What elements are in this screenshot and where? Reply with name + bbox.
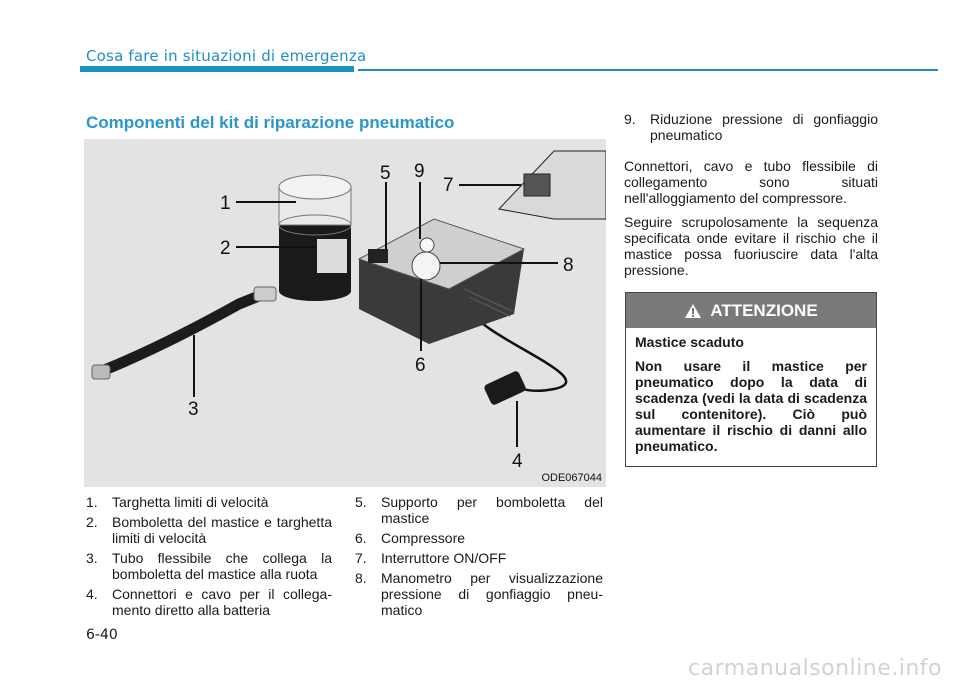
figure-code: ODE067044 xyxy=(541,472,602,484)
list-item: 2.Bomboletta del mastice e targhetta lim… xyxy=(86,514,332,546)
page-number: 6-40 xyxy=(86,627,118,643)
bottle-label xyxy=(317,239,347,273)
compressor-top xyxy=(357,218,526,290)
battery-plug xyxy=(484,371,526,405)
chapter-title: Cosa fare in situazioni di emergenza xyxy=(86,47,367,65)
callout-3: 3 xyxy=(188,399,199,420)
warning-box: ATTENZIONE Mastice scaduto Non usare il … xyxy=(625,292,877,467)
hose-connector xyxy=(253,286,277,302)
watermark: carmanualsonline.info xyxy=(688,656,942,681)
paragraph-connectors: Connettori, cavo e tubo flessibile di co… xyxy=(624,158,878,206)
list-item: 1.Targhetta limiti di velocità xyxy=(86,494,269,510)
warning-text: Non usare il mastice per pneumatico dopo… xyxy=(635,358,867,454)
warning-triangle-icon xyxy=(685,303,702,318)
list-item: 8.Manometro per visualizzazione pression… xyxy=(355,570,603,618)
callout-8: 8 xyxy=(563,255,574,276)
switch-detail-panel xyxy=(498,150,606,220)
header-rule-thin xyxy=(358,69,938,71)
pressure-gauge xyxy=(411,251,441,281)
repair-kit-drawing: 1 2 3 4 5 6 7 8 9 xyxy=(91,150,606,472)
paragraph-sequence: Seguire scrupolosamente la sequenza spec… xyxy=(624,214,878,278)
callout-4: 4 xyxy=(512,451,523,472)
components-list-col3: 9.Riduzione pressione di gonfiaggio pneu… xyxy=(624,111,878,147)
list-item: 5.Supporto per bomboletta del mastice xyxy=(355,494,603,526)
callout-2: 2 xyxy=(220,238,231,259)
bottle-holder xyxy=(368,249,388,263)
list-item: 9.Riduzione pressione di gonfiaggio pneu… xyxy=(624,111,878,143)
list-item: 7.Interruttore ON/OFF xyxy=(355,550,507,566)
header-rule-thick xyxy=(80,66,354,72)
callout-9: 9 xyxy=(414,161,425,182)
warning-body: Mastice scaduto Non usare il mastice per… xyxy=(626,328,876,454)
flexible-hose xyxy=(96,288,270,377)
pressure-release-button xyxy=(419,237,435,253)
callout-1: 1 xyxy=(220,193,231,214)
repair-kit-illustration: 1 2 3 4 5 6 7 8 9 ODE067044 xyxy=(84,139,606,487)
warning-title: ATTENZIONE xyxy=(710,300,818,320)
list-item: 4.Connettori e cavo per il collega-mento… xyxy=(86,586,332,618)
on-off-switch xyxy=(523,173,551,197)
section-heading: Componenti del kit di riparazione pneuma… xyxy=(86,113,455,132)
hose-valve-end xyxy=(91,364,111,380)
components-list-left: 1.Targhetta limiti di velocità 2.Bombole… xyxy=(86,494,332,622)
list-item: 6.Compressore xyxy=(355,530,466,546)
callout-7: 7 xyxy=(443,175,454,196)
callout-6: 6 xyxy=(415,355,426,376)
list-item: 3.Tubo flessibile che collega la bombole… xyxy=(86,550,332,582)
callout-5: 5 xyxy=(380,163,391,184)
warning-subtitle: Mastice scaduto xyxy=(635,334,744,350)
components-list-right: 5.Supporto per bomboletta del mastice 6.… xyxy=(355,494,603,622)
warning-header: ATTENZIONE xyxy=(626,293,876,328)
